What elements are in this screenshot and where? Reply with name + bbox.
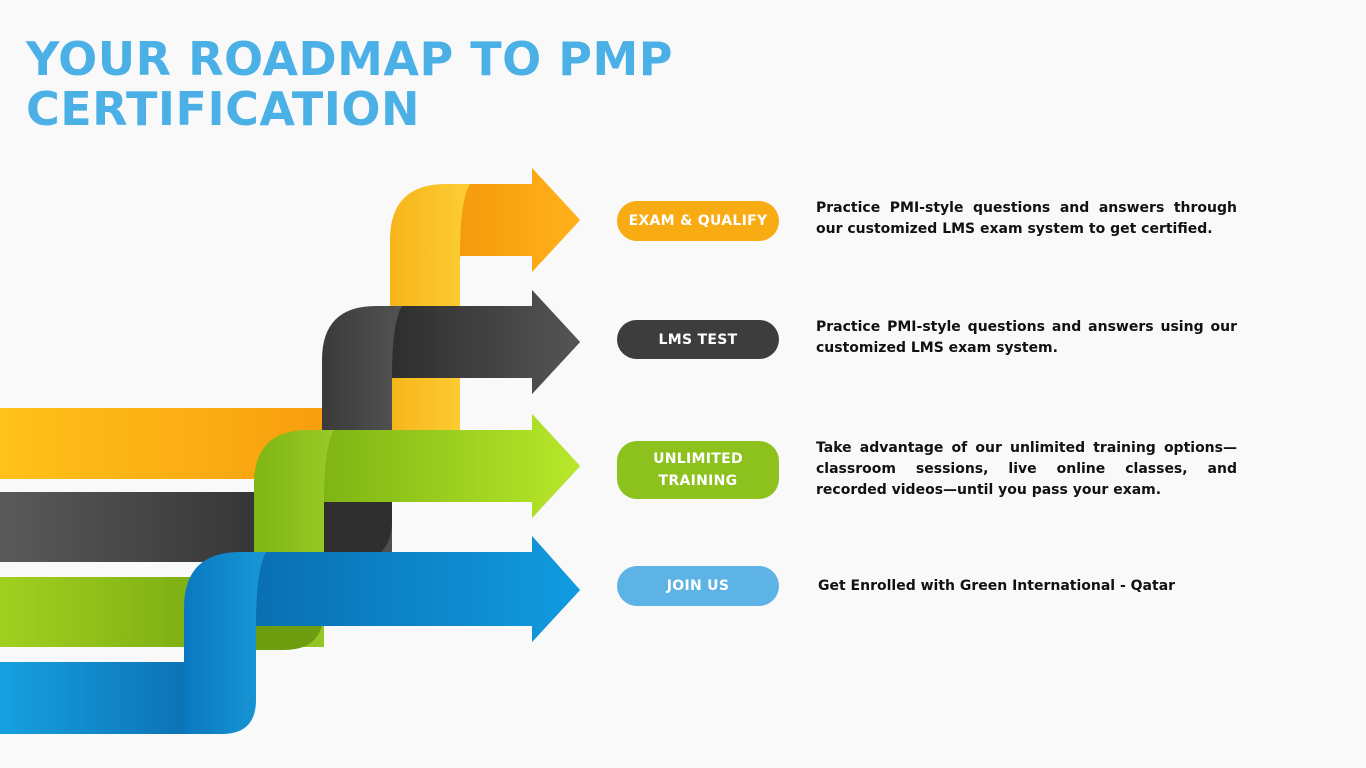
page-title: YOUR ROADMAP TO PMP CERTIFICATION xyxy=(26,34,673,134)
step-badge-label: EXAM & QUALIFY xyxy=(628,213,768,229)
step-description-join-us: Get Enrolled with Green International - … xyxy=(818,578,1176,594)
step-badge-lms-test: LMS TEST xyxy=(617,320,779,359)
step-description-lms-test: Practice PMI-style questions and answers… xyxy=(816,319,1237,356)
step-badge-unlimited-training: UNLIMITED TRAINING xyxy=(617,441,779,499)
step-description-exam-qualify: Practice PMI-style questions and answers… xyxy=(816,200,1237,237)
title-line-1: YOUR ROADMAP TO PMP xyxy=(26,32,673,86)
title-line-2: CERTIFICATION xyxy=(26,82,420,136)
step-badge-exam-qualify: EXAM & QUALIFY xyxy=(617,201,779,241)
step-description-unlimited-training: Take advantage of our unlimited training… xyxy=(816,440,1237,498)
step-badge-label-line-1: UNLIMITED xyxy=(653,451,743,467)
blue-ribbon xyxy=(0,536,580,734)
step-badge-join-us: JOIN US xyxy=(617,566,779,606)
step-badge-label: JOIN US xyxy=(666,578,730,594)
step-badge-label: LMS TEST xyxy=(658,331,738,348)
step-badge-label-line-2: TRAINING xyxy=(658,473,738,489)
roadmap-arrows-graphic xyxy=(0,168,580,734)
